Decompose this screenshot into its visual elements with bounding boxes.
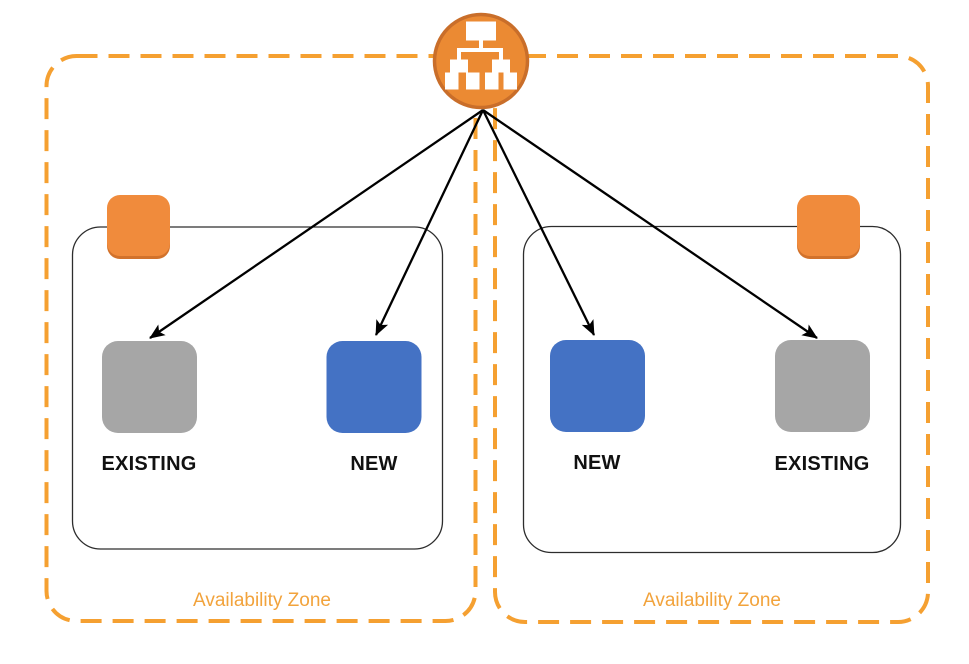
load-balancer-icon (432, 12, 530, 110)
arrow-zone1-new (374, 109, 485, 336)
arrow-zone1-existing (149, 109, 484, 339)
load-balancer-tree-glyph (445, 21, 517, 90)
node-existing-zone-2 (775, 340, 870, 432)
node-label-existing-zone-1: EXISTING (101, 453, 197, 475)
subnet-box-zone-1 (71, 226, 444, 550)
node-label-existing-zone-2: EXISTING (774, 453, 870, 475)
arrows (149, 109, 818, 339)
node-existing-zone-1 (102, 341, 197, 433)
availability-zone-2-label: Availability Zone (642, 590, 781, 611)
availability-zone-1-label: Availability Zone (192, 590, 331, 611)
node-new-zone-1 (326, 341, 422, 433)
subnet-badge-icon (797, 195, 860, 256)
node-new-zone-2 (550, 340, 645, 432)
subnet-badge-zone-2 (797, 195, 860, 259)
node-label-new-zone-2: NEW (573, 452, 621, 474)
arrow-zone2-new (481, 109, 596, 336)
availability-zone-1-border (44, 54, 478, 623)
subnet-box-zone-2 (522, 225, 902, 554)
subnet-badge-zone-1 (107, 195, 170, 259)
availability-zone-2-border (493, 54, 930, 624)
arrow-zone2-existing (482, 109, 818, 339)
node-label-new-zone-1: NEW (350, 453, 398, 475)
subnet-badge-icon (107, 195, 170, 256)
